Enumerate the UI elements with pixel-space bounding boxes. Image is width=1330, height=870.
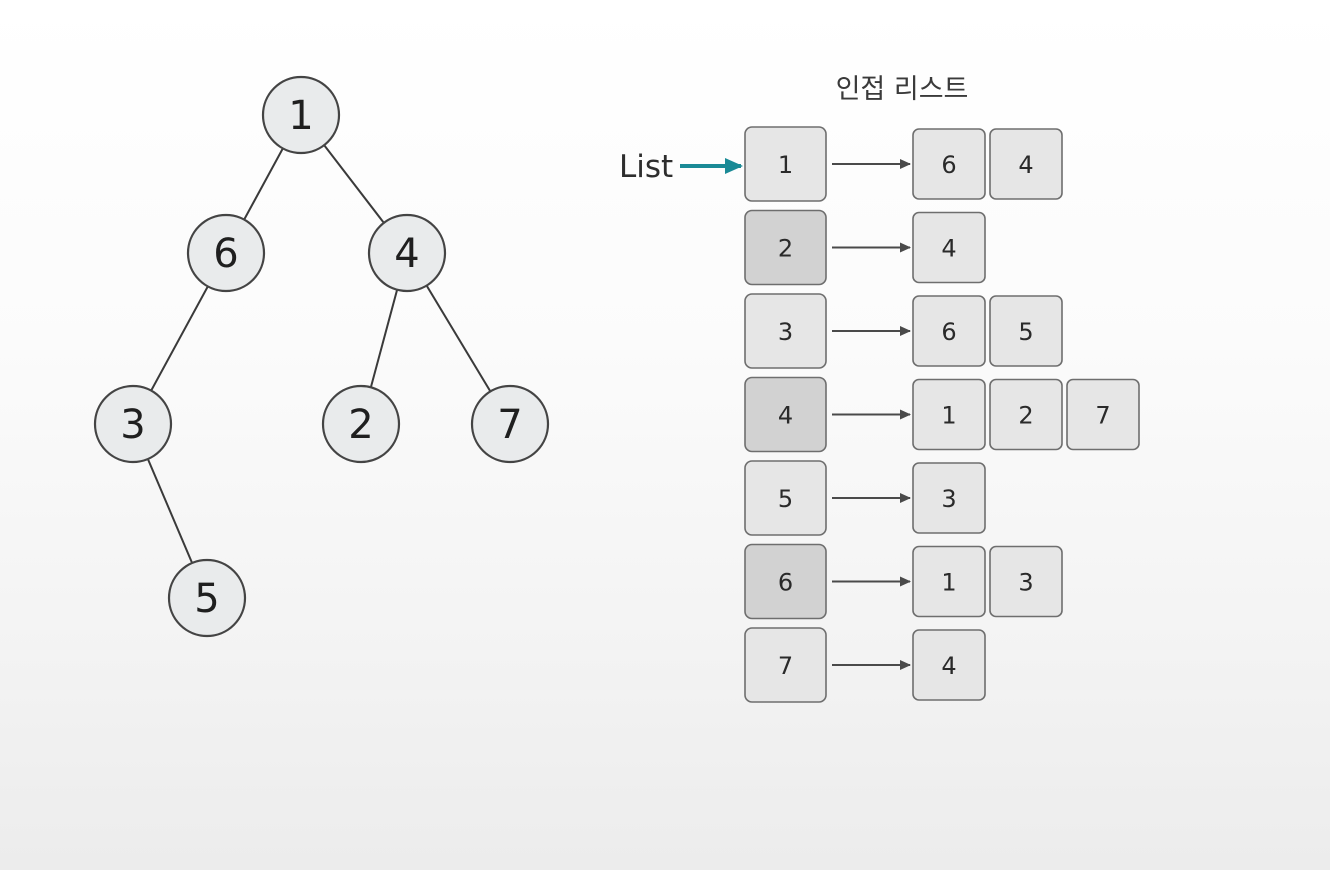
adjacency-list-title: 인접 리스트 [836, 74, 969, 105]
neighbor-cell-2-0 [912, 211, 986, 284]
vertex-label-4: 4 [778, 402, 793, 430]
vertex-label-5: 5 [778, 485, 793, 513]
vertex-label-2: 2 [778, 235, 793, 263]
tree-nodes: 1 6 4 3 2 7 5 [93, 75, 550, 638]
tree-node-label-3: 3 [120, 402, 145, 448]
tree-node-circle-5 [167, 558, 247, 638]
neighbor-cell-4-0 [912, 378, 986, 451]
tree-node-label-4: 4 [394, 231, 419, 277]
vertex-cell-2 [744, 209, 827, 286]
adjacency-rows: 1 6 4 2 4 3 6 5 4 1 2 7 5 3 6 1 3 7 4 [744, 126, 1140, 703]
neighbor-cell-4-1 [989, 378, 1063, 451]
tree-node-circle-4 [367, 213, 447, 293]
neighbor-cell-3-0 [912, 295, 986, 367]
neighbor-label-1-1: 4 [1018, 151, 1033, 179]
vertex-label-7: 7 [778, 652, 793, 680]
tree-node-circle-6 [186, 213, 266, 293]
neighbor-cell-1-0 [912, 128, 986, 200]
vertex-cell-5 [744, 460, 827, 536]
vertex-cell-7 [744, 627, 827, 703]
tree-node-label-6: 6 [213, 231, 238, 277]
tree-node-label-2: 2 [348, 402, 373, 448]
neighbor-cell-5-0 [912, 462, 986, 534]
neighbor-label-6-1: 3 [1018, 569, 1033, 597]
vertex-label-1: 1 [778, 151, 793, 179]
tree-node-label-5: 5 [194, 576, 219, 622]
tree-node-circle-1 [261, 75, 341, 155]
neighbor-label-3-0: 6 [941, 318, 956, 346]
neighbor-cell-6-0 [912, 545, 986, 618]
vertex-cell-3 [744, 293, 827, 369]
tree-edges [132, 114, 511, 599]
tree-node-circle-7 [470, 384, 550, 464]
neighbor-label-4-0: 1 [941, 402, 956, 430]
neighbor-cell-7-0 [912, 629, 986, 701]
neighbor-label-1-0: 6 [941, 151, 956, 179]
neighbor-cell-3-1 [989, 295, 1063, 367]
vertex-label-6: 6 [778, 569, 793, 597]
list-head-label: List [619, 149, 673, 185]
vertex-cell-1 [744, 126, 827, 202]
neighbor-cell-4-2 [1066, 378, 1140, 451]
neighbor-label-4-1: 2 [1018, 402, 1033, 430]
neighbor-cell-1-1 [989, 128, 1063, 200]
tree-node-circle-2 [321, 384, 401, 464]
neighbor-label-3-1: 5 [1018, 318, 1033, 346]
vertex-label-3: 3 [778, 318, 793, 346]
neighbor-cell-6-1 [989, 545, 1063, 618]
neighbor-label-7-0: 4 [941, 652, 956, 680]
neighbor-label-4-2: 7 [1095, 402, 1110, 430]
tree-node-label-1: 1 [288, 93, 313, 139]
vertex-cell-4 [744, 376, 827, 453]
tree-node-label-7: 7 [497, 402, 522, 448]
vertex-cell-6 [744, 543, 827, 620]
neighbor-label-2-0: 4 [941, 235, 956, 263]
neighbor-label-5-0: 3 [941, 485, 956, 513]
tree-node-circle-3 [93, 384, 173, 464]
neighbor-label-6-0: 1 [941, 569, 956, 597]
